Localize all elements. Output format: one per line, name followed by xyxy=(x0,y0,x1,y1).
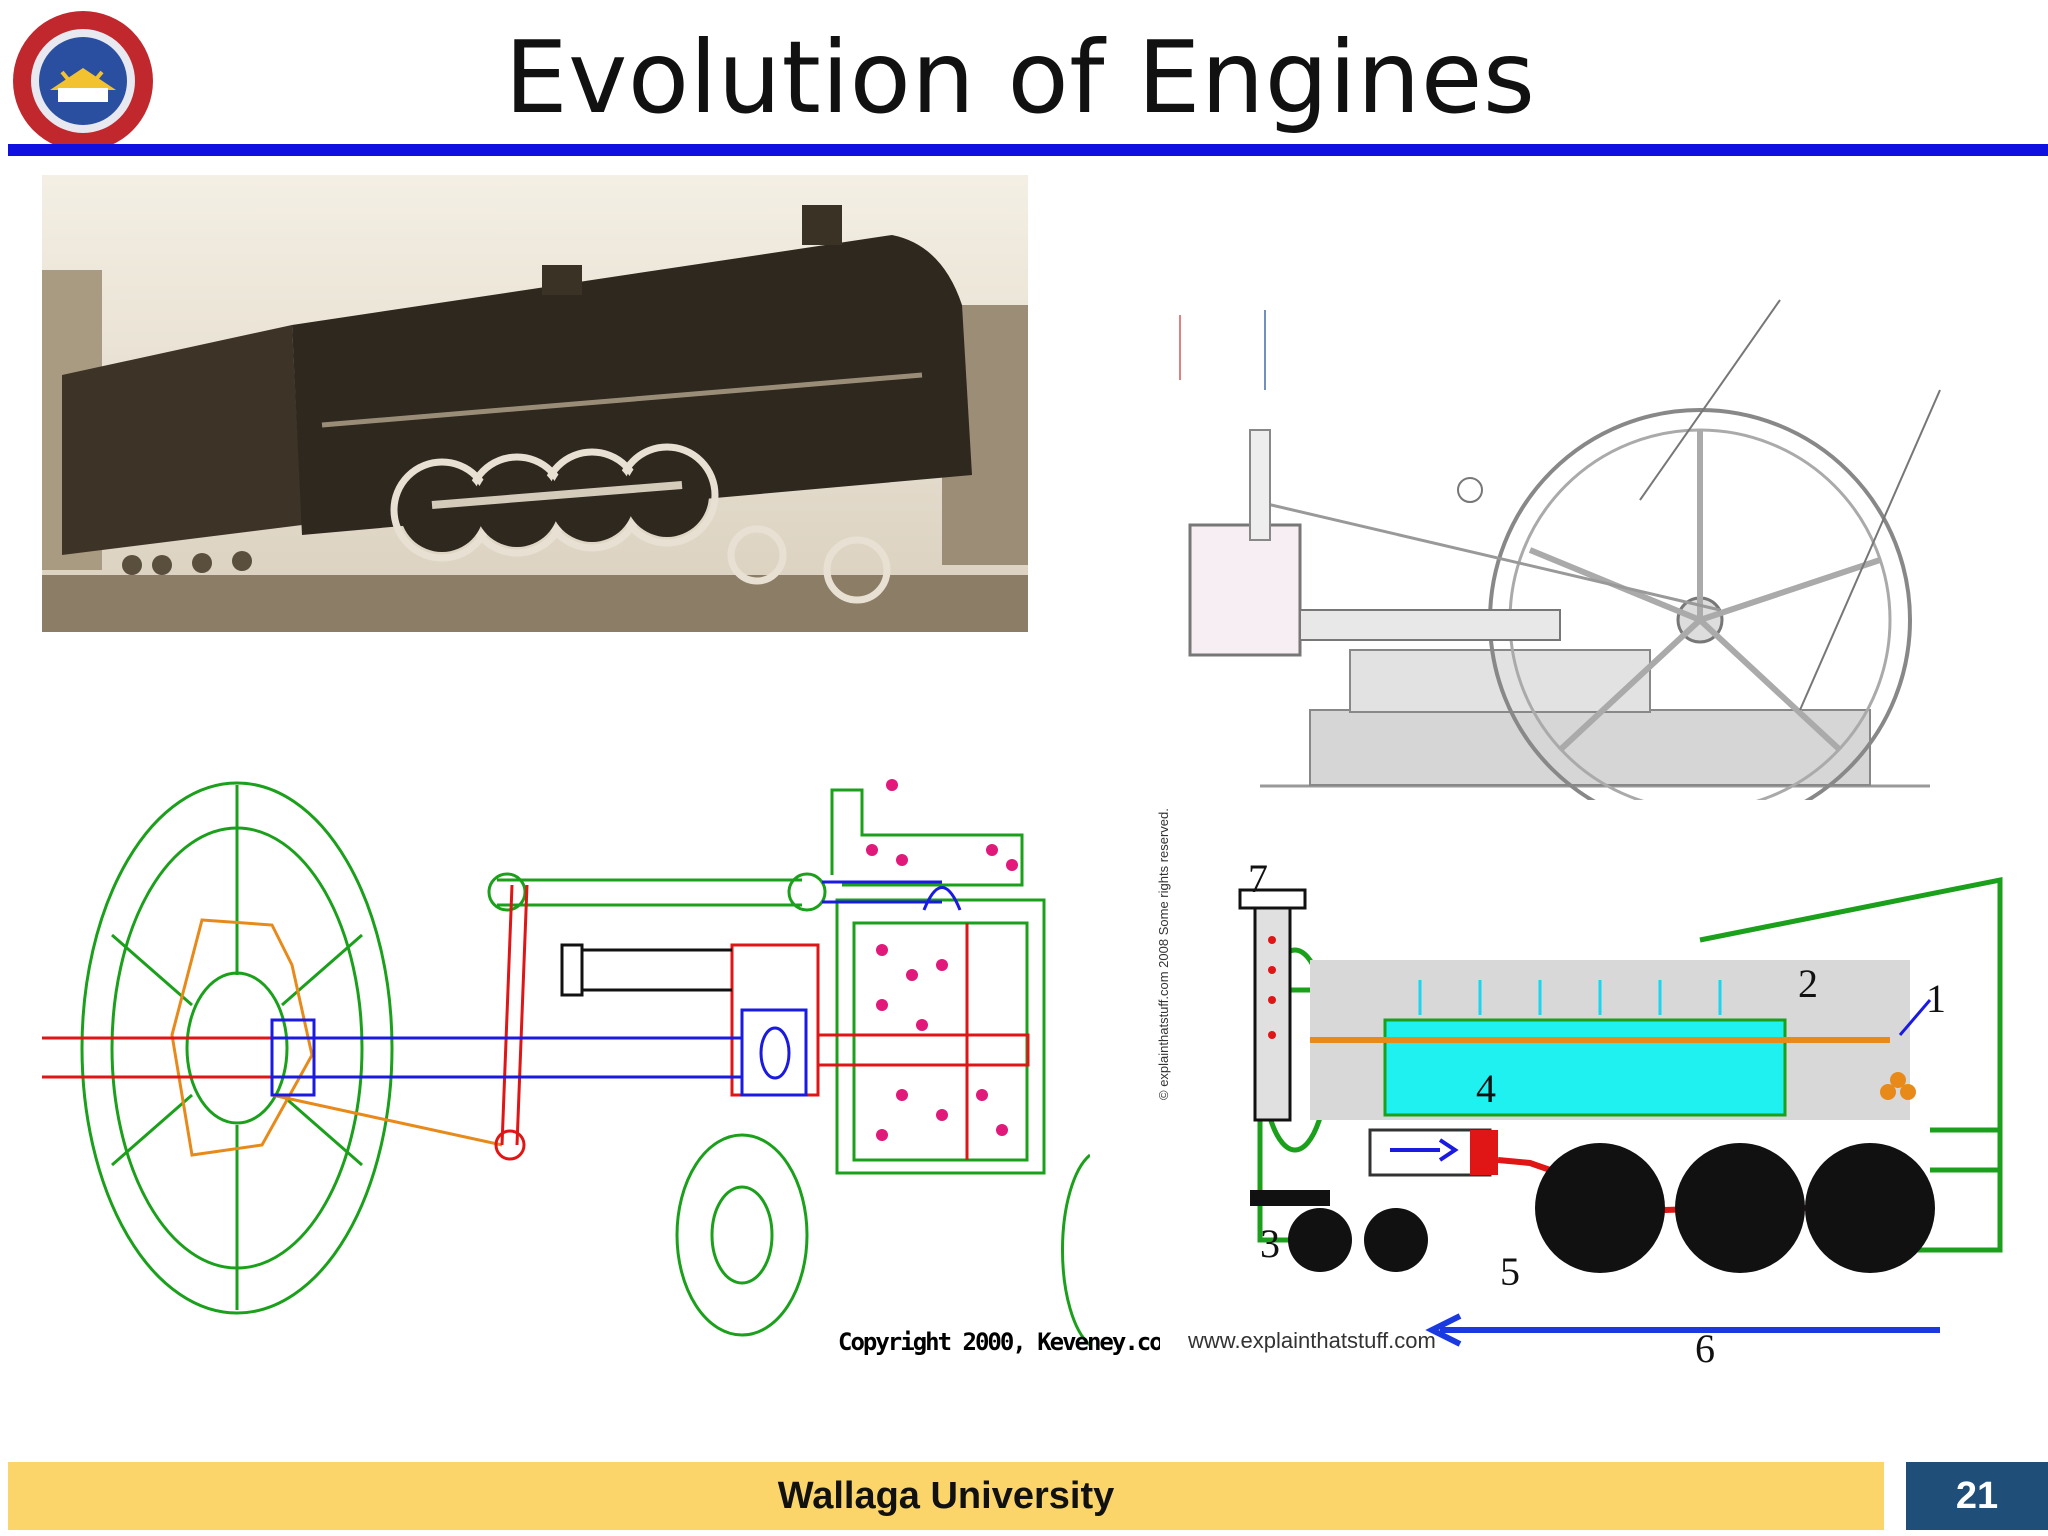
label-4: 4 xyxy=(1476,1066,1496,1111)
steam-locomotive-schematic xyxy=(1160,830,2020,1370)
license-note: © explainthatstuff.com 2008 Some rights … xyxy=(1156,808,1171,1100)
steam-locomotive-photo xyxy=(42,175,1028,632)
label-1: 1 xyxy=(1926,976,1946,1021)
page-title: Evolution of Engines xyxy=(504,19,1536,136)
label-3: 3 xyxy=(1260,1221,1280,1266)
copyright-keveney: Copyright 2000, Keveney.com xyxy=(838,1328,1176,1356)
footer-institution: Wallaga University xyxy=(777,1475,1115,1517)
footer-bar xyxy=(8,1462,1884,1530)
steam-valve-gear-diagram xyxy=(42,735,1090,1380)
label-7: 7 xyxy=(1248,856,1268,901)
page-number: 21 xyxy=(1906,1462,2048,1530)
stationary-steam-engine-drawing xyxy=(1120,290,1960,800)
label-5: 5 xyxy=(1500,1249,1520,1294)
label-6: 6 xyxy=(1695,1326,1715,1371)
copyright-explainthatstuff: www.explainthatstuff.com xyxy=(1188,1328,1436,1353)
title-divider xyxy=(8,144,2048,156)
label-2: 2 xyxy=(1798,961,1818,1006)
university-logo xyxy=(13,11,153,151)
